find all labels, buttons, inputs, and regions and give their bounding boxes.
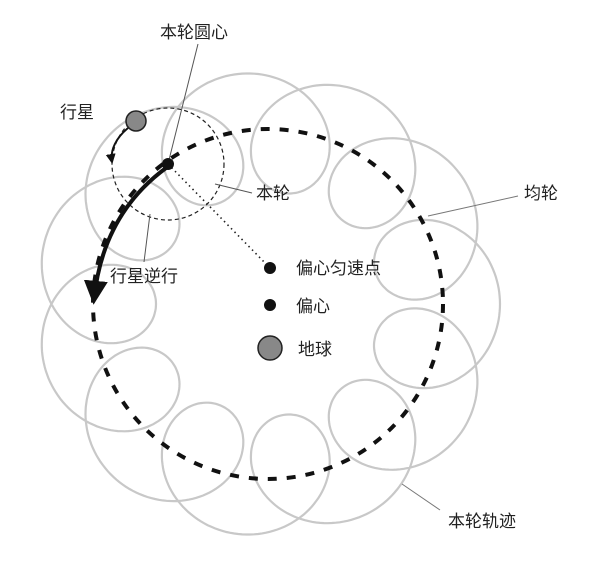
label-epicycle: 本轮	[256, 184, 290, 204]
label-epicycle-path: 本轮轨迹	[448, 512, 516, 532]
leader-deferent-center	[168, 43, 199, 161]
earth-dot	[257, 335, 283, 361]
label-planet: 行星	[60, 103, 94, 123]
center-to-equant-line	[167, 163, 271, 269]
label-eccentric: 偏心	[296, 297, 330, 317]
epicycle-center-dot	[162, 158, 174, 170]
deferent-circle	[91, 127, 445, 481]
leader-epicycle	[214, 183, 253, 194]
leader-retrograde	[143, 213, 151, 263]
label-equant: 偏心匀速点	[296, 259, 381, 279]
planet-dot	[125, 110, 147, 132]
epicycle-circle	[111, 107, 225, 221]
retrograde-arrow	[83, 166, 168, 305]
leader-epicycle-path	[401, 483, 441, 511]
label-retrograde: 行星逆行	[110, 267, 178, 287]
label-deferent: 均轮	[524, 184, 558, 204]
planet-motion-arrow	[105, 127, 129, 164]
eccentric-dot	[264, 299, 276, 311]
leader-deferent	[427, 195, 519, 217]
epicycle-trace-path	[40, 72, 502, 536]
equant-dot	[264, 262, 276, 274]
label-deferent-center: 本轮圆心	[160, 23, 228, 43]
label-earth: 地球	[298, 340, 332, 360]
